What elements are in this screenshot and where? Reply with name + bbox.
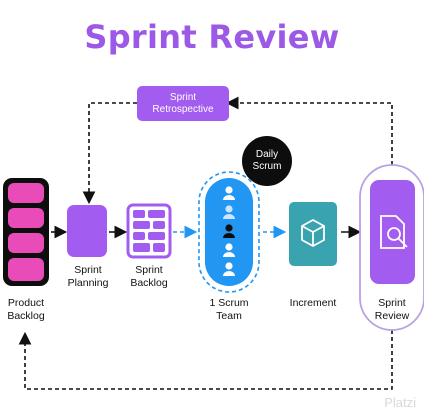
daily-scrum-badge: Daily Scrum [242,136,292,186]
sprint-planning-box [67,205,107,257]
retrospective-to-planning-connector [82,102,137,205]
product-backlog-label: Product Backlog [7,297,45,322]
sprint-backlog-label: Sprint Backlog [130,264,168,289]
scrum-team-label: 1 Scrum Team [209,297,249,322]
product-backlog-icon [3,178,49,286]
platzi-watermark: Platzi [384,395,416,410]
page-title: Sprint Review [84,18,340,56]
review-to-product-backlog-connector [18,330,393,390]
box-icon [301,219,325,247]
increment-label: Increment [289,297,337,309]
sprint-review-container [359,164,424,331]
review-to-retrospective-connector [225,96,393,165]
sprint-backlog-icon [126,203,172,259]
sprint-retrospective-box: Sprint Retrospective [137,86,229,121]
document-search-icon [380,215,408,249]
scrum-team-icon [198,171,260,293]
sprint-planning-label: Sprint Planning [67,264,109,289]
sprint-review-label: Sprint Review [374,297,410,322]
